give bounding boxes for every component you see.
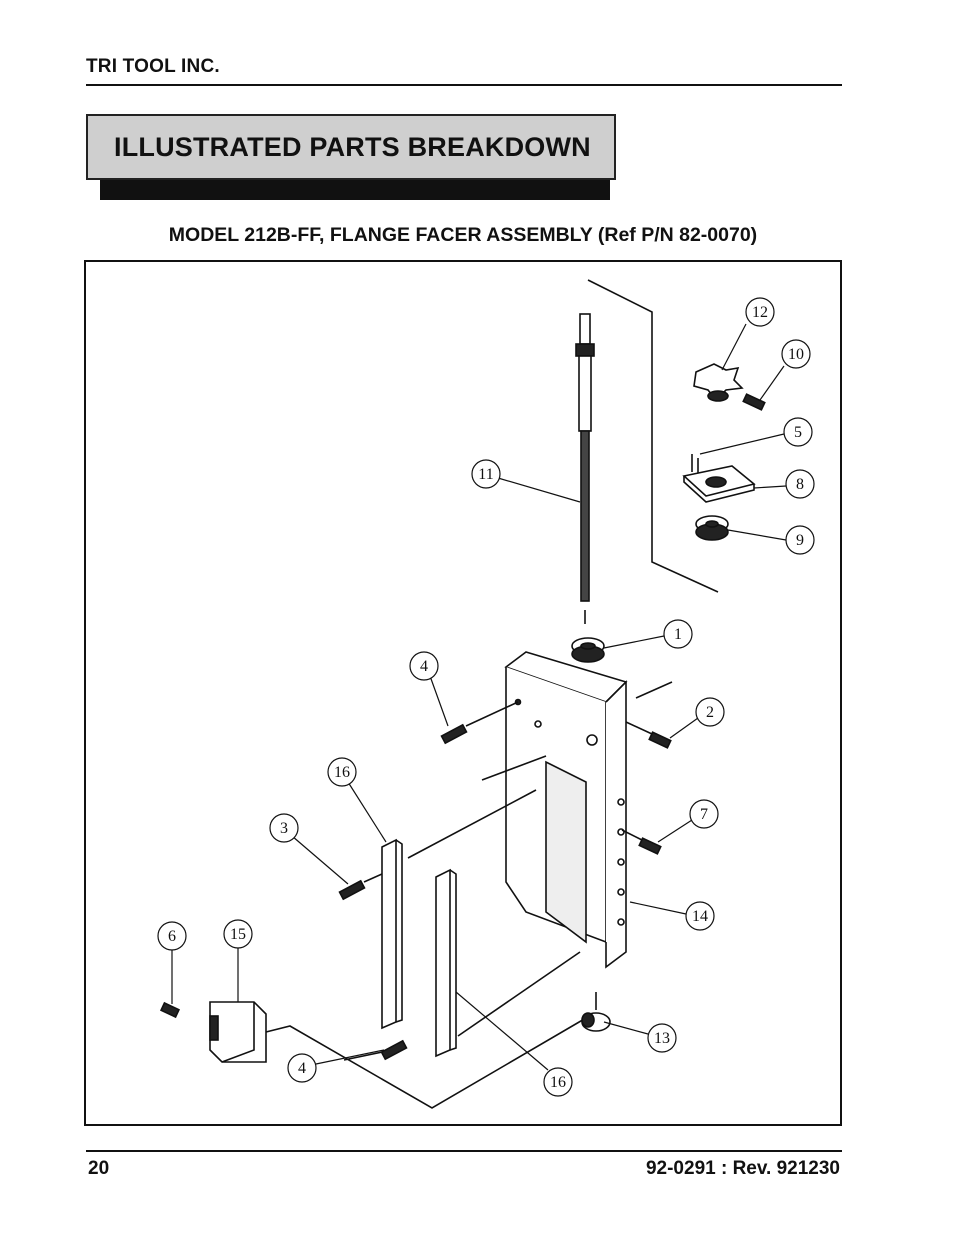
bushing bbox=[581, 1012, 611, 1032]
assembly-path-line bbox=[587, 279, 719, 593]
bearing-1 bbox=[571, 637, 605, 663]
callout-11: 11 bbox=[478, 466, 493, 483]
slide-rail-left bbox=[381, 838, 403, 1030]
header-rule bbox=[86, 84, 842, 86]
exploded-assembly-drawing: 12 10 5 8 9 11 1 4 2 bbox=[157, 279, 815, 1109]
callout-15: 15 bbox=[230, 926, 246, 943]
callout-12: 12 bbox=[752, 304, 768, 321]
threaded-shaft bbox=[575, 313, 595, 624]
section-title: ILLUSTRATED PARTS BREAKDOWN bbox=[114, 131, 591, 162]
callout-6: 6 bbox=[168, 928, 176, 945]
callout-9: 9 bbox=[796, 532, 804, 549]
end-block bbox=[209, 1001, 267, 1063]
figure-title: MODEL 212B-FF, FLANGE FACER ASSEMBLY (Re… bbox=[168, 224, 758, 246]
screw bbox=[380, 1039, 408, 1061]
callout-2: 2 bbox=[706, 704, 714, 721]
slide-rail-right bbox=[435, 868, 457, 1058]
callout-3: 3 bbox=[280, 820, 288, 837]
screw bbox=[440, 723, 468, 745]
mounting-plate bbox=[682, 465, 756, 503]
callout-1: 1 bbox=[674, 626, 682, 643]
callout-7: 7 bbox=[700, 806, 708, 823]
pin bbox=[648, 731, 672, 749]
callout-4-upper: 4 bbox=[420, 658, 428, 675]
footer-rule bbox=[86, 1150, 842, 1152]
main-housing bbox=[504, 651, 628, 969]
section-banner: ILLUSTRATED PARTS BREAKDOWN bbox=[86, 114, 616, 180]
document-id: 92-0291 : Rev. 921230 bbox=[645, 1158, 840, 1179]
spring-pin bbox=[159, 1001, 181, 1019]
bearing-washer bbox=[695, 515, 729, 541]
callout-8: 8 bbox=[796, 476, 804, 493]
parts-diagram-frame: 12 10 5 8 9 11 1 4 2 bbox=[84, 260, 842, 1126]
callout-14: 14 bbox=[692, 908, 708, 925]
pin bbox=[638, 837, 662, 855]
callout-16-lower: 16 bbox=[550, 1074, 566, 1091]
callouts: 12 10 5 8 9 11 1 4 2 bbox=[157, 297, 815, 1097]
callout-10: 10 bbox=[788, 346, 804, 363]
callout-4-lower: 4 bbox=[298, 1060, 306, 1077]
star-knob bbox=[693, 363, 744, 402]
company-name: TRI TOOL INC. bbox=[86, 56, 220, 77]
screw bbox=[338, 879, 366, 901]
callout-16-upper: 16 bbox=[334, 764, 350, 781]
callout-5: 5 bbox=[794, 424, 802, 441]
page-number: 20 bbox=[88, 1158, 110, 1179]
callout-13: 13 bbox=[654, 1030, 670, 1047]
